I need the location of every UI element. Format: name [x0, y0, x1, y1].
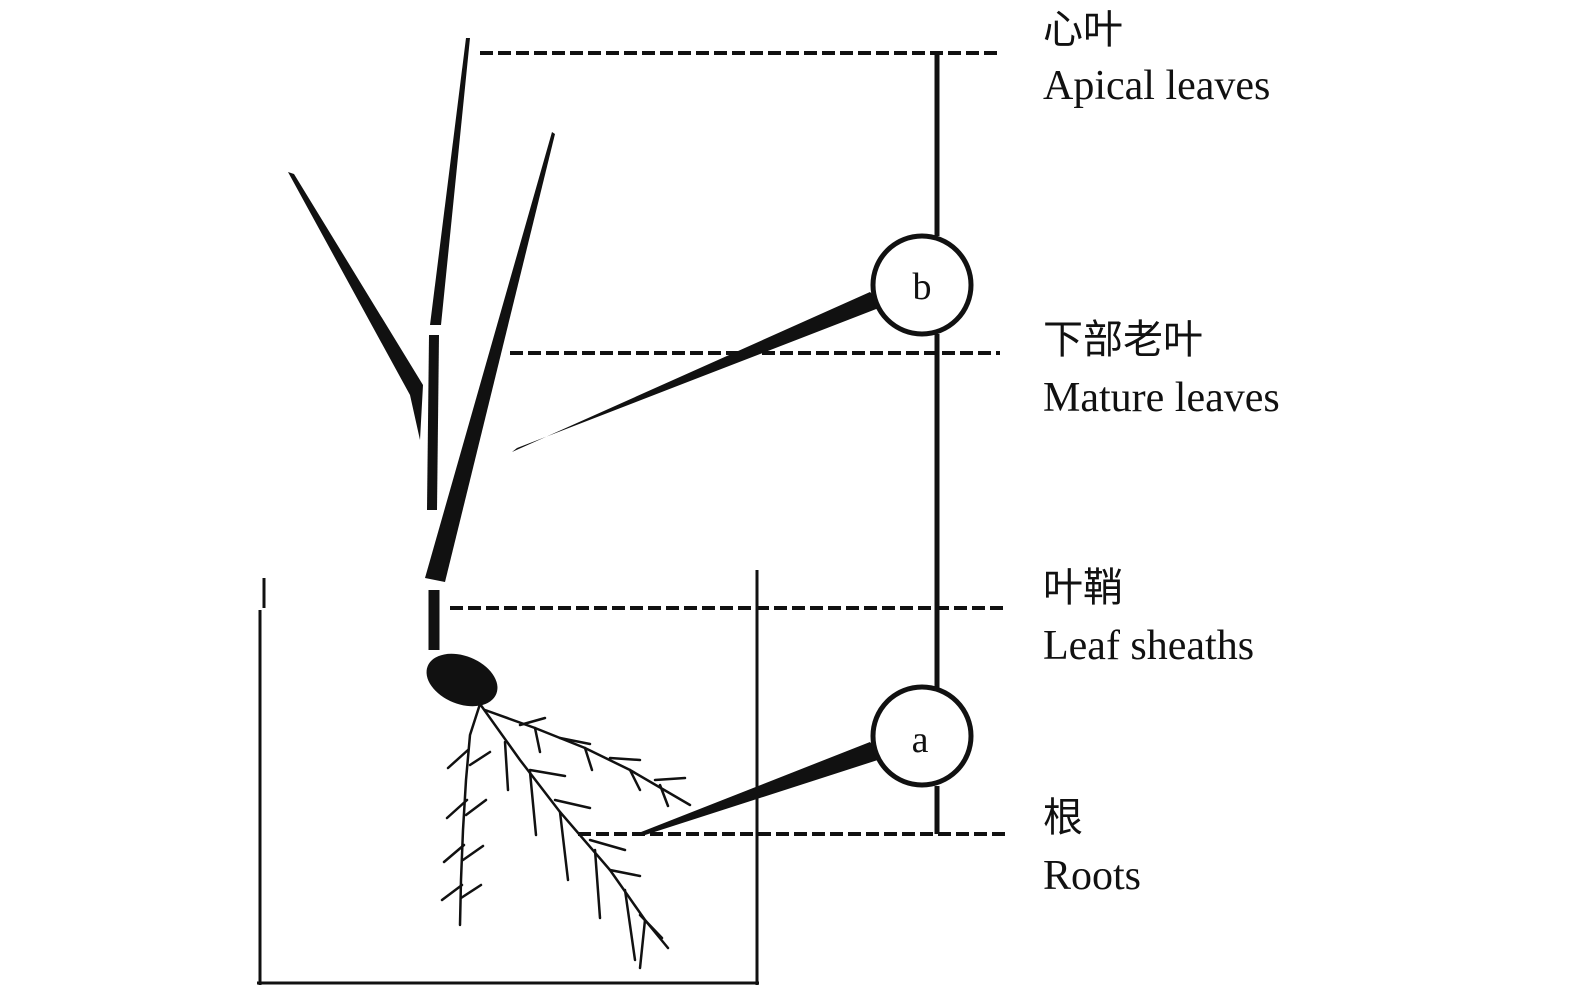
roots-en-label: Roots: [1043, 852, 1141, 900]
apical-leaf: [430, 38, 470, 325]
right-leaf: [425, 132, 555, 582]
marker-a-label: a: [912, 719, 929, 761]
apical-leaves-en-label: Apical leaves: [1043, 62, 1270, 110]
marker-a: a: [873, 687, 971, 785]
pointer-wedges: [512, 292, 884, 836]
leaf-blades: [288, 38, 555, 582]
stem: [432, 335, 434, 650]
leaf-sheaths-zh-label: 叶鞘: [1043, 566, 1123, 610]
marker-b-label: b: [913, 266, 932, 308]
mature-leaves-en-label: Mature leaves: [1043, 374, 1280, 422]
leaf-sheaths-en-label: Leaf sheaths: [1043, 622, 1254, 670]
seed: [419, 644, 506, 716]
pointer-a: [636, 742, 884, 836]
left-leaf: [288, 172, 423, 440]
marker-b: b: [873, 236, 971, 334]
mature-leaves-zh-label: 下部老叶: [1043, 318, 1203, 362]
pointer-b: [512, 292, 884, 452]
apical-leaves-zh-label: 心叶: [1043, 8, 1123, 52]
roots-zh-label: 根: [1043, 796, 1083, 840]
